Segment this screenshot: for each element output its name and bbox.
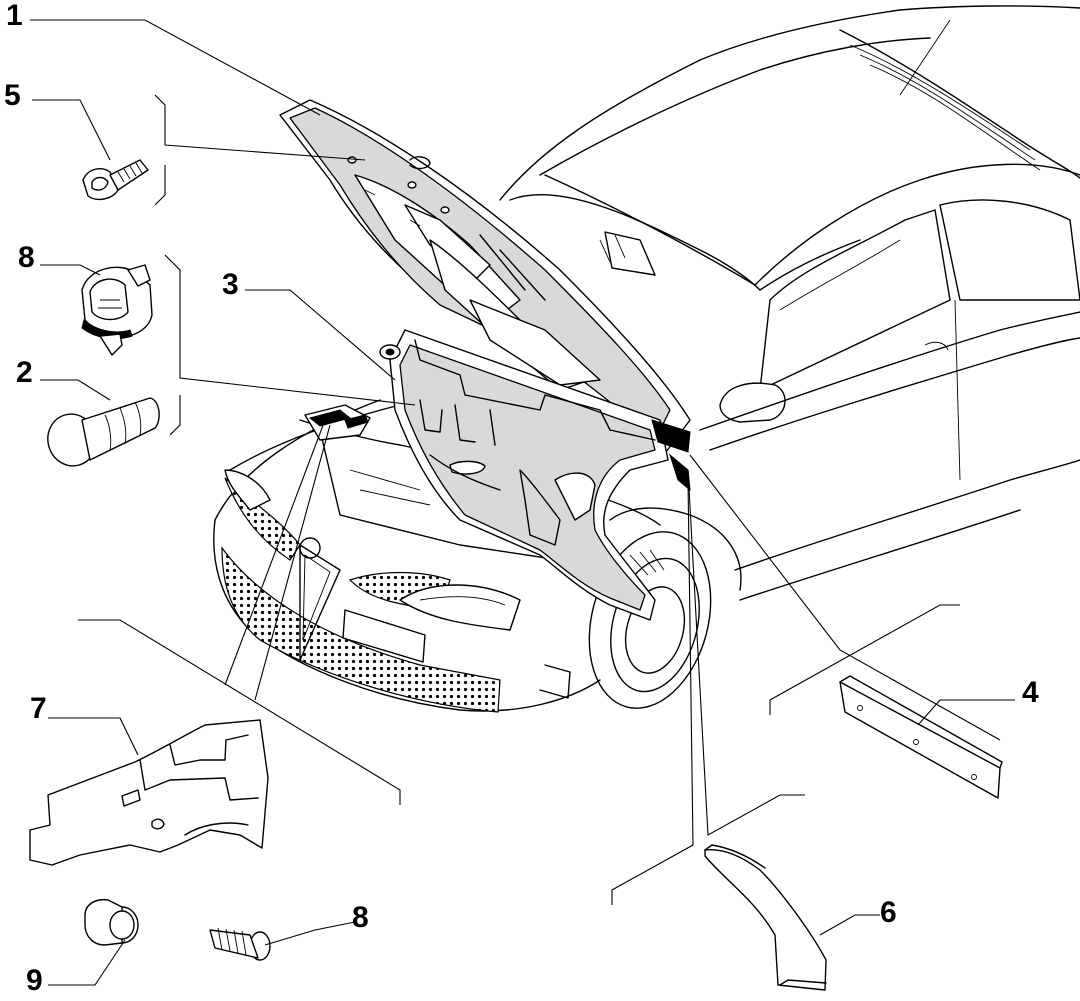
part-8-fastener bbox=[209, 927, 271, 961]
part-2-rivet bbox=[47, 397, 160, 467]
part-8-clip bbox=[81, 264, 153, 356]
part-5-screw bbox=[82, 159, 149, 201]
callout-7: 7 bbox=[30, 692, 47, 725]
callout-3: 3 bbox=[222, 268, 239, 301]
callout-9: 9 bbox=[26, 964, 43, 997]
hinge-clip bbox=[669, 453, 691, 492]
part-9-plug bbox=[84, 898, 139, 946]
callout-4: 4 bbox=[1022, 676, 1039, 709]
callout-6: 6 bbox=[880, 896, 897, 929]
callout-2: 2 bbox=[16, 356, 33, 389]
part-7-bracket bbox=[29, 719, 269, 866]
callout-1: 1 bbox=[6, 0, 23, 32]
car-body bbox=[213, 5, 1080, 713]
hinge-seal bbox=[651, 419, 691, 453]
insulation-panel bbox=[379, 329, 669, 621]
callout-5: 5 bbox=[4, 79, 21, 112]
callout-8-fastener: 8 bbox=[352, 901, 369, 934]
callout-8-clip: 8 bbox=[18, 241, 35, 274]
leader-lines bbox=[30, 19, 1015, 986]
engine-bay bbox=[299, 404, 661, 561]
bonnet bbox=[279, 99, 691, 461]
part-4-strip bbox=[839, 675, 1003, 799]
callout-labels: 1 5 8 3 2 7 4 6 8 9 bbox=[4, 0, 1039, 997]
part-6-seal bbox=[704, 844, 827, 991]
